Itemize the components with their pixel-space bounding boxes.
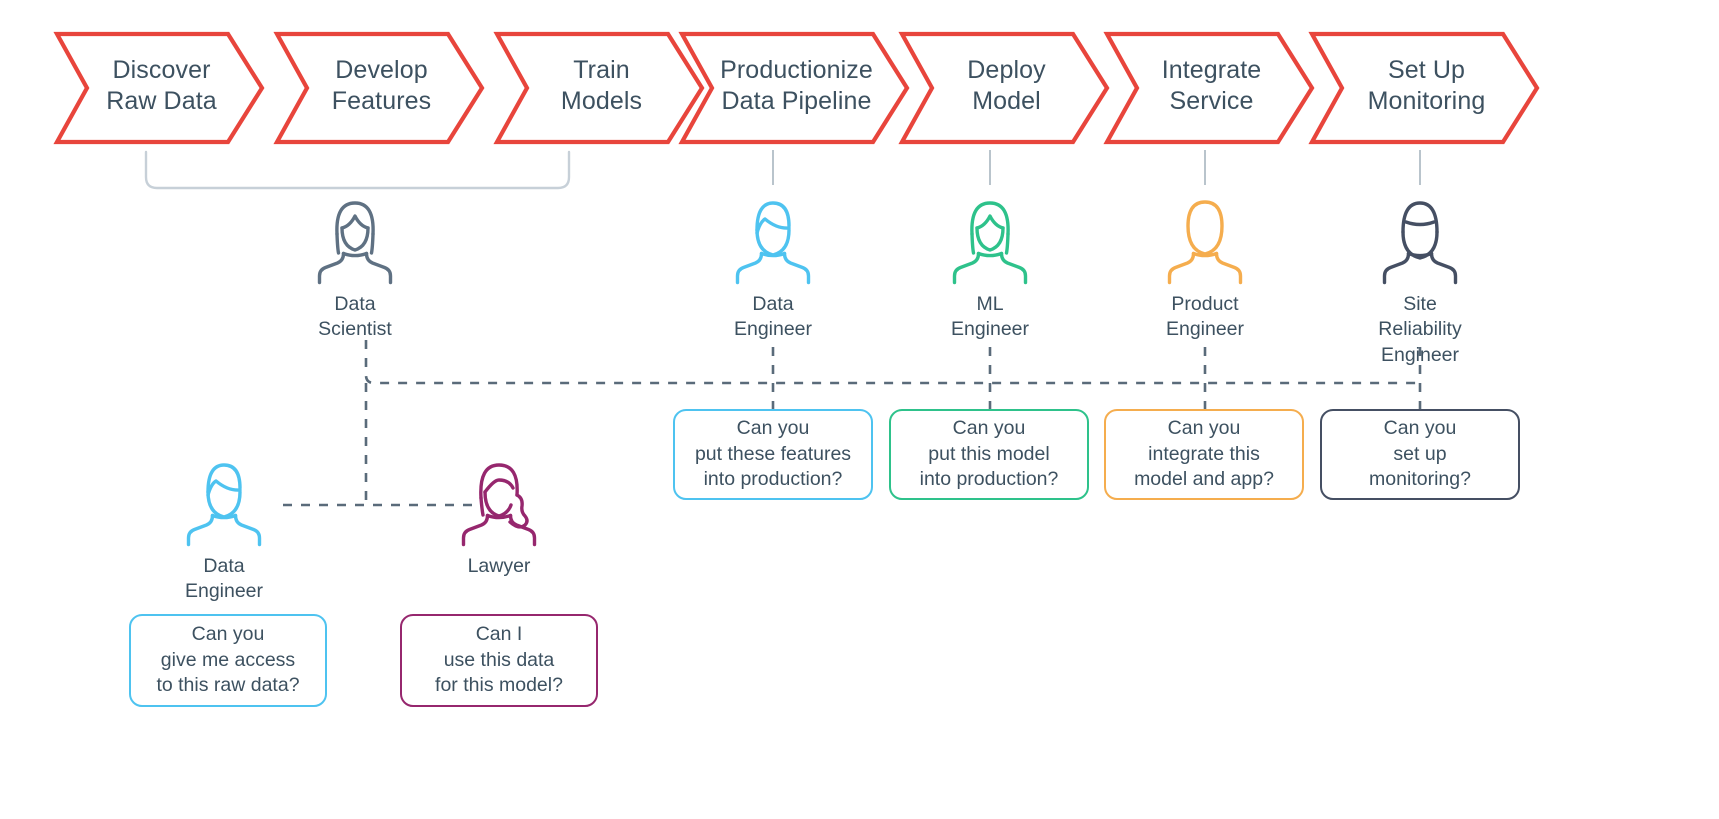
pipeline-stage-4[interactable]: Deploy Model (898, 31, 1110, 145)
persona-label: Data Engineer (184, 555, 264, 603)
persona-data-engineer-top: Data Engineer (730, 190, 816, 340)
pipeline-stage-5[interactable]: Integrate Service (1103, 31, 1315, 145)
ponytail-avatar-icon (461, 463, 537, 547)
persona-label: Product Engineer (1165, 293, 1245, 341)
persona-label: Site Reliability Engineer (1378, 293, 1462, 366)
speech-bubble-text: Can you integrate this model and app? (1134, 416, 1274, 491)
bubble-data-engineer-bottom[interactable]: Can you give me access to this raw data? (129, 614, 327, 707)
persona-data-scientist: Data Scientist (312, 190, 398, 340)
speech-bubble-text: Can you set up monitoring? (1369, 416, 1471, 491)
persona-label: ML Engineer (950, 293, 1030, 341)
persona-lawyer: Lawyer (456, 452, 542, 602)
pipeline-stage-3[interactable]: Productionize Data Pipeline (678, 31, 910, 145)
pipeline-stage-label: Deploy Model (967, 55, 1046, 115)
pipeline-stage-2[interactable]: Train Models (493, 31, 705, 145)
bubble-lawyer[interactable]: Can I use this data for this model? (400, 614, 598, 707)
stem-data-engineer-top (772, 150, 774, 185)
persona-label: Lawyer (467, 555, 531, 577)
male-avatar-icon (186, 463, 262, 547)
pipeline-stage-label: Productionize Data Pipeline (720, 55, 873, 115)
persona-label: Data Engineer (733, 293, 813, 341)
persona-site-reliability-engineer: Site Reliability Engineer (1377, 190, 1463, 366)
speech-bubble-text: Can you give me access to this raw data? (156, 622, 300, 697)
bubble-ml-engineer[interactable]: Can you put this model into production? (889, 409, 1089, 500)
pipeline-stage-label: Integrate Service (1161, 55, 1262, 115)
short-hair-avatar-icon (1382, 201, 1458, 285)
female-avatar-icon (317, 201, 393, 285)
bubble-data-engineer-top[interactable]: Can you put these features into producti… (673, 409, 873, 500)
bubble-sre[interactable]: Can you set up monitoring? (1320, 409, 1520, 500)
female-avatar-icon (952, 201, 1028, 285)
stem-product-engineer (1204, 150, 1206, 185)
speech-bubble-text: Can I use this data for this model? (435, 622, 563, 697)
stem-site-reliability-engineer (1419, 150, 1421, 185)
bald-avatar-icon (1167, 200, 1243, 285)
persona-data-engineer-bottom: Data Engineer (181, 452, 267, 602)
speech-bubble-text: Can you put these features into producti… (694, 416, 852, 491)
persona-ml-engineer: ML Engineer (947, 190, 1033, 340)
persona-label: Data Scientist (318, 293, 392, 341)
pipeline-stage-0[interactable]: Discover Raw Data (53, 31, 265, 145)
pipeline-stage-1[interactable]: Develop Features (273, 31, 485, 145)
speech-bubble-text: Can you put this model into production? (919, 416, 1059, 491)
bubble-product-engineer[interactable]: Can you integrate this model and app? (1104, 409, 1304, 500)
pipeline-stage-label: Train Models (560, 55, 643, 115)
pipeline-stage-label: Develop Features (331, 55, 432, 115)
pipeline-stage-label: Discover Raw Data (106, 55, 217, 115)
pipeline-stage-label: Set Up Monitoring (1367, 55, 1486, 115)
stem-ml-engineer (989, 150, 991, 185)
persona-product-engineer: Product Engineer (1162, 190, 1248, 340)
male-avatar-icon (735, 201, 811, 285)
pipeline-stage-6[interactable]: Set Up Monitoring (1308, 31, 1540, 145)
